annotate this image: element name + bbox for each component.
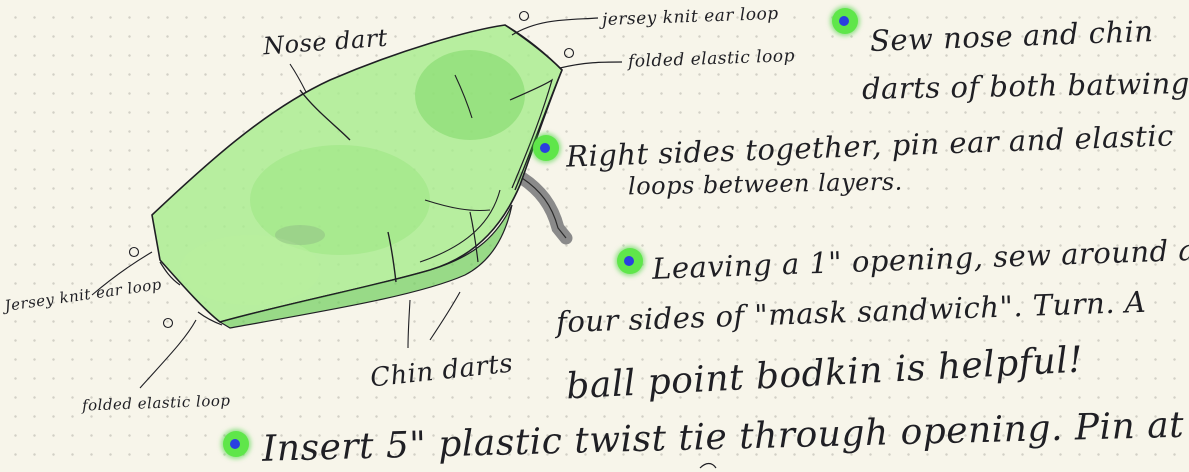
pin-elastic-top (565, 49, 574, 58)
leader-chin-1 (408, 300, 410, 348)
bullet-dot-icon (832, 8, 858, 34)
bullet-dot-icon (223, 431, 249, 457)
leader-nose-dart (290, 64, 306, 92)
step-2-line-2: loops between layers. (628, 170, 903, 199)
shade-4 (275, 225, 325, 245)
pin-jersey-left (130, 248, 139, 257)
bottom-arrow-mark (700, 464, 716, 469)
step-1-line-2: darts of both batwing (862, 69, 1189, 104)
bullet-dot-icon (533, 135, 559, 161)
leader-chin-2 (430, 292, 460, 340)
pin-jersey-top (520, 12, 529, 21)
shade-3 (180, 235, 320, 305)
bullet-dot-icon (617, 248, 643, 274)
leader-elastic-top (560, 62, 622, 68)
shade-1 (415, 50, 525, 140)
pin-elastic-bottom (164, 319, 173, 328)
leader-elastic-bottom (140, 320, 196, 388)
